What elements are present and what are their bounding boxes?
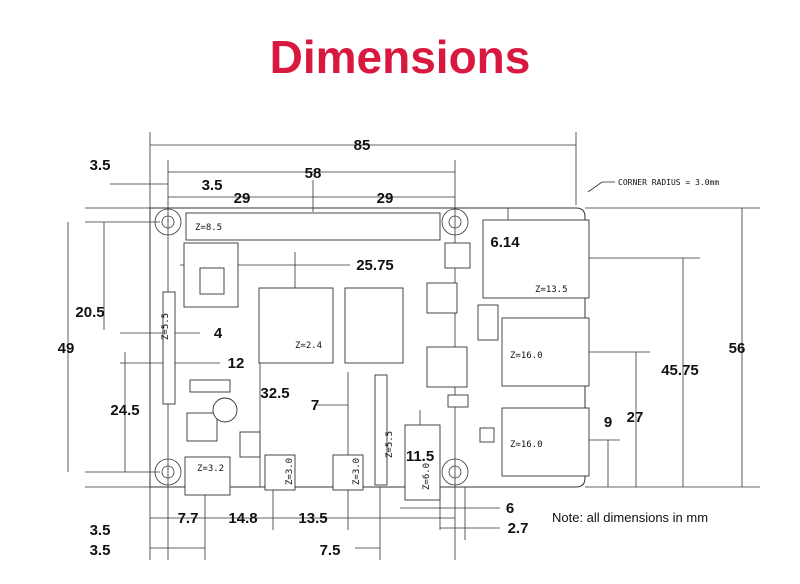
dim-hole-span-49: 49 — [58, 340, 75, 357]
ram-chip — [344, 287, 404, 364]
dim-hdmi1-x: 13.5 — [298, 510, 327, 527]
wifi-module — [183, 242, 239, 308]
units-note: Note: all dimensions in mm — [552, 510, 708, 525]
usb-port-bottom — [501, 407, 590, 477]
z-label-usb-top: Z=16.0 — [510, 351, 543, 361]
dim-overall-height: 56 — [729, 340, 746, 357]
dsi-connector — [162, 291, 176, 405]
dim-usbc-x: 7.7 — [178, 510, 199, 527]
dim-header-half-right: 29 — [377, 190, 394, 207]
z-label-hdmi1: Z=3.0 — [352, 458, 362, 485]
dim-24-5: 24.5 — [110, 402, 139, 419]
dim-audio-2-7: 2.7 — [508, 520, 529, 537]
gpio-header — [185, 212, 441, 241]
board-outline — [149, 207, 586, 488]
power-jack — [184, 456, 231, 496]
dim-audio-11-5: 11.5 — [406, 448, 434, 465]
dim-soc-y: 25.75 — [356, 257, 394, 274]
dim-eth-45-75: 45.75 — [661, 362, 699, 379]
dim-hole-offset-top: 3.5 — [90, 157, 111, 174]
z-label-ram: Z=2.4 — [295, 341, 322, 351]
dim-csi-12: 12 — [228, 355, 245, 372]
audio-jack — [404, 424, 441, 501]
dim-20-5: 20.5 — [75, 304, 104, 321]
usbc-power-port — [482, 219, 590, 299]
dim-header-offset: 3.5 — [202, 177, 223, 194]
dim-header-half-left: 29 — [234, 190, 251, 207]
z-label-usbc: Z=13.5 — [535, 285, 568, 295]
z-label-header: Z=8.5 — [195, 223, 222, 233]
z-label-csi: Z=5.5 — [385, 431, 395, 458]
z-label-power: Z=3.2 — [197, 464, 224, 474]
dim-bottom-3-5-b: 3.5 — [90, 542, 111, 559]
corner-radius-label: CORNER RADIUS = 3.0mm — [618, 178, 719, 187]
usb-port-top — [501, 317, 590, 387]
page-title: Dimensions — [269, 31, 531, 83]
dim-usb-9: 9 — [604, 414, 612, 431]
soc-chip — [258, 287, 334, 364]
dim-csi-4: 4 — [214, 325, 223, 342]
z-label-usb-bottom: Z=16.0 — [510, 440, 543, 450]
dim-bottom-3-5-a: 3.5 — [90, 522, 111, 539]
hdmi1-port — [332, 454, 364, 491]
csi-connector — [374, 374, 388, 486]
z-label-hdmi0: Z=3.0 — [285, 458, 295, 485]
dim-hdmi-7: 7 — [311, 397, 319, 414]
dim-usbc-height: 6.14 — [490, 234, 520, 251]
components — [162, 212, 590, 501]
mounting-holes — [154, 208, 469, 486]
hdmi0-port — [264, 454, 296, 491]
dim-audio-6: 6 — [506, 500, 514, 517]
z-label-dsi: Z=5.5 — [161, 313, 171, 340]
dim-hdmi0-x: 14.8 — [228, 510, 257, 527]
dim-dsi-7-5: 7.5 — [320, 542, 341, 559]
z-label-audio: Z=6.0 — [422, 463, 432, 490]
dim-soc-x: 32.5 — [260, 385, 289, 402]
dim-overall-width: 85 — [354, 137, 371, 154]
dim-header-span: 58 — [305, 165, 322, 182]
dim-usb-27: 27 — [627, 409, 644, 426]
